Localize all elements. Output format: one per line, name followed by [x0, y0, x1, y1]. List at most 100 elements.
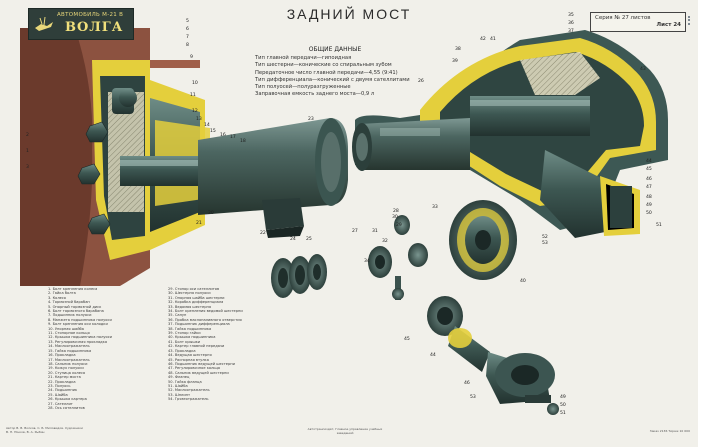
page-edge — [698, 0, 706, 447]
callout-number: 31 — [372, 228, 378, 234]
legend-item: 36. Пробка маслоналивного отверстия — [168, 317, 242, 322]
legend-item: 38. Гайка подшипника — [168, 326, 212, 331]
callout-number: 10 — [192, 80, 198, 86]
callout-number: 45 — [646, 166, 652, 172]
legend-item: 43. Прокладка — [168, 348, 196, 353]
legend-item: 16. Прокладка — [48, 353, 76, 358]
legend-item: 35. Сапун — [168, 313, 187, 318]
callout-number: 53 — [470, 394, 476, 400]
callout-number: 39 — [452, 58, 458, 64]
callout-number: 26 — [418, 78, 424, 84]
callout-number: 51 — [560, 410, 566, 416]
legend-item: 25. Шайба — [48, 392, 68, 397]
callout-number: 17 — [230, 134, 236, 140]
legend-item: 54. Грязеотражатель — [168, 397, 209, 402]
spec-line: Тип полуосей—полуразгруженные — [255, 84, 351, 91]
callout-number: 2 — [26, 132, 29, 138]
callout-number: 1 — [26, 148, 29, 154]
legend-item: 46. Подшипник ведущей шестерни — [168, 361, 235, 366]
legend-item: 45. Распорная втулка — [168, 357, 209, 362]
callout-number: 11 — [190, 92, 196, 98]
spec-line: Тип шестерни—конические со спиральным зу… — [255, 62, 392, 69]
legend-item: 21. Картер моста — [48, 375, 81, 380]
callout-number: 24 — [290, 236, 296, 242]
callout-number: 36 — [568, 20, 574, 26]
right-axle-tube — [352, 118, 470, 171]
legend-item: 42. Картер главной передачи — [168, 344, 225, 349]
callout-number: 42 — [480, 36, 486, 42]
legend-item: 27. Сателлит — [48, 401, 73, 406]
legend-item: 6. Болт тормозного барабана — [48, 309, 104, 314]
callout-number: 18 — [240, 138, 246, 144]
callout-number: 6 — [186, 26, 189, 32]
legend-item: 34. Болт крепления ведомой шестерни — [168, 309, 243, 314]
general-data-title: ОБЩИЕ ДАННЫЕ — [308, 46, 362, 53]
callout-number: 51 — [656, 222, 662, 228]
callout-number: 25 — [306, 236, 312, 242]
callout-number: 50 — [560, 402, 566, 408]
callout-number: 14 — [204, 122, 210, 128]
callout-number: 37 — [568, 28, 574, 34]
legend-item: 47. Регулировочное кольцо — [168, 366, 221, 371]
deer-logo-icon — [35, 16, 53, 31]
differential-gears-exploded — [368, 200, 517, 300]
legend-item: 1. Болт крепления колеса — [48, 287, 98, 291]
legend-item: 33. Ведомая шестерня — [168, 304, 212, 309]
legend-item: 18. Сальник полуоси — [48, 361, 88, 366]
footer-publisher: Автотрансиздат, Главное управление учебн… — [307, 427, 383, 435]
callout-number: 44 — [646, 158, 652, 164]
legend-item: 11. Стопорное кольцо — [48, 331, 90, 336]
footer-print-info: Заказ 2136 Тираж 10 000 — [649, 429, 690, 433]
legend-item: 7. Подшипник полуоси — [48, 313, 92, 318]
callout-number: 49 — [560, 394, 566, 400]
legend-item: 26. Крышка картера — [48, 397, 87, 402]
legend-item: 28. Ось сателлитов — [48, 405, 85, 410]
legend-item: 40. Крышка подшипника — [168, 335, 216, 340]
callout-number: 27 — [352, 228, 358, 234]
axle-tube — [198, 118, 348, 238]
callout-number: 46 — [464, 380, 470, 386]
callout-number: 35 — [568, 12, 574, 18]
legend-item: 31. Опорная шайба шестерни — [168, 295, 225, 300]
legend-item: 52. Маслоотражатель — [168, 388, 210, 393]
legend-item: 8. Манжета подшипника полуоси — [48, 317, 112, 322]
callout-number: 32 — [382, 238, 388, 244]
legend-item: 12. Крышка подшипника полуоси — [48, 335, 113, 340]
legend-item: 15. Гайка подшипника — [48, 348, 92, 353]
callout-number: 49 — [646, 202, 652, 208]
footer-credits: Автор В. В. Волков, С. Б. Миловидов. Худ… — [6, 426, 84, 434]
legend-item: 30. Шестерня полуоси — [168, 291, 211, 296]
callout-number: 3 — [26, 164, 29, 170]
spec-line: Передаточное число главной передачи—4,55… — [255, 69, 398, 76]
callout-number: 53 — [542, 240, 548, 246]
callout-number: 41 — [490, 36, 496, 42]
legend-item: 44. Ведущая шестерня — [168, 353, 212, 358]
callout-number: 45 — [404, 336, 410, 342]
legend-item: 10. Упорная шайба — [48, 326, 84, 331]
series-label: Серия № 27 листов — [595, 15, 651, 21]
callout-number: 22 — [260, 230, 266, 236]
legend-item: 32. Коробка дифференциала — [168, 300, 224, 305]
legend-item: 51. Шайба — [168, 383, 188, 388]
legend-item: 50. Гайка фланца — [168, 379, 202, 384]
spec-line: Тип дифференциала—конический с двумя сат… — [255, 76, 410, 83]
pinion-assembly-exploded — [427, 296, 559, 415]
callout-number: 5 — [186, 18, 189, 24]
callout-number: 38 — [455, 46, 461, 52]
differential-housing — [355, 30, 668, 238]
callout-number: 20 — [208, 210, 214, 216]
legend-item: 41. Болт крышки — [168, 339, 201, 344]
callout-number: 7 — [186, 34, 189, 40]
callout-number: 12 — [192, 108, 198, 114]
legend-item: 3. Колесо — [48, 295, 67, 300]
callout-number: 40 — [520, 278, 526, 284]
legend-item: 14. Маслоотражатель — [48, 344, 90, 349]
legend-item: 9. Болт крепления оси колодки — [48, 322, 108, 327]
legend-item: 48. Сальник ведущей шестерни — [168, 370, 229, 375]
callout-number: 9 — [190, 54, 193, 60]
more-vert-icon[interactable] — [684, 14, 694, 28]
